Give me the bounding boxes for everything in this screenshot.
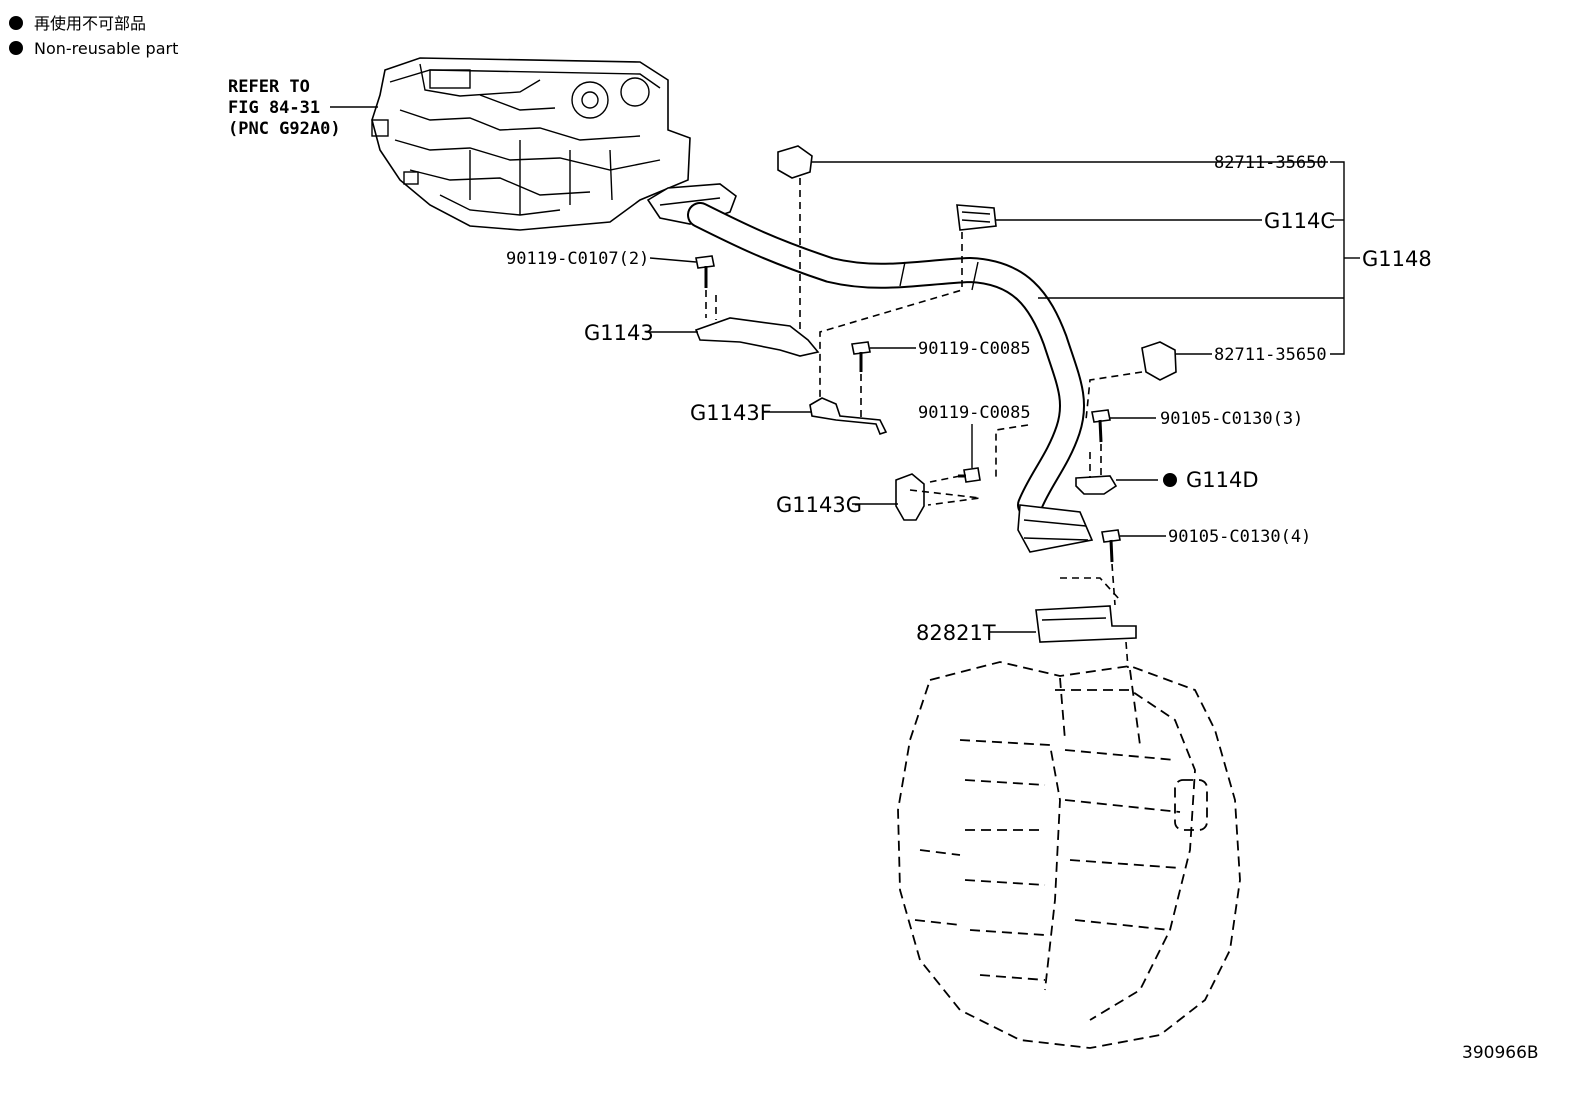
bolt-c0085-a-illustration — [851, 341, 871, 372]
clamp-mid-illustration — [1141, 341, 1177, 381]
refer-line-1: REFER TO — [228, 77, 310, 97]
non-reusable-dot-icon — [9, 41, 23, 55]
label-g1143: G1143 — [584, 321, 654, 345]
diagram-code: 390966B — [1462, 1043, 1539, 1063]
refer-note: REFER TO FIG 84-31 (PNC G92A0) — [228, 77, 378, 139]
wire-harness-illustration — [646, 183, 1094, 553]
non-reusable-dot-icon — [1163, 473, 1177, 487]
bracket-g1143f-illustration — [809, 397, 888, 435]
bolt-c0130-3-illustration — [1091, 409, 1111, 443]
installation-guide-lines — [705, 178, 1143, 669]
label-82821t: 82821T — [916, 621, 996, 645]
label-g114d: G114D — [1186, 468, 1259, 492]
legend-japanese: 再使用不可部品 — [34, 14, 146, 33]
inverter-assembly-illustration — [371, 57, 691, 231]
non-reusable-dot-icon — [9, 16, 23, 30]
label-bolt-c0130-3: 90105-C0130(3) — [1160, 409, 1303, 429]
clamp-top-illustration — [777, 145, 813, 179]
bracket-g1143g-illustration — [895, 473, 925, 521]
transaxle-housing-illustration — [897, 661, 1241, 1049]
label-bolt-c0085-b: 90119-C0085 — [918, 403, 1031, 423]
leader-lines — [646, 161, 1360, 633]
legend: 再使用不可部品 Non-reusable part — [9, 14, 178, 58]
part-82821t-illustration — [1035, 605, 1137, 643]
part-labels: 82711-35650 G114C G1148 82711-35650 9011… — [506, 153, 1432, 645]
legend-english: Non-reusable part — [34, 39, 178, 58]
label-g1148: G1148 — [1362, 247, 1432, 271]
bolt-c0107-illustration — [695, 255, 715, 288]
label-g1143f: G1143F — [690, 401, 772, 425]
label-bolt-c0107: 90119-C0107(2) — [506, 249, 649, 269]
label-clamp-mid: 82711-35650 — [1214, 345, 1327, 365]
refer-line-3: (PNC G92A0) — [228, 119, 341, 139]
label-g114c: G114C — [1264, 209, 1335, 233]
label-clamp-top: 82711-35650 — [1214, 153, 1327, 173]
bracket-g1143-illustration — [694, 317, 820, 357]
label-bolt-c0130-4: 90105-C0130(4) — [1168, 527, 1311, 547]
label-g1143g: G1143G — [776, 493, 862, 517]
bolt-c0130-4-illustration — [1101, 529, 1121, 563]
connector-g114c-illustration — [956, 204, 997, 231]
refer-line-2: FIG 84-31 — [228, 98, 320, 118]
part-g114d-illustration — [1075, 475, 1118, 495]
label-bolt-c0085-a: 90119-C0085 — [918, 339, 1031, 359]
bolt-c0085-b-illustration — [958, 467, 981, 483]
